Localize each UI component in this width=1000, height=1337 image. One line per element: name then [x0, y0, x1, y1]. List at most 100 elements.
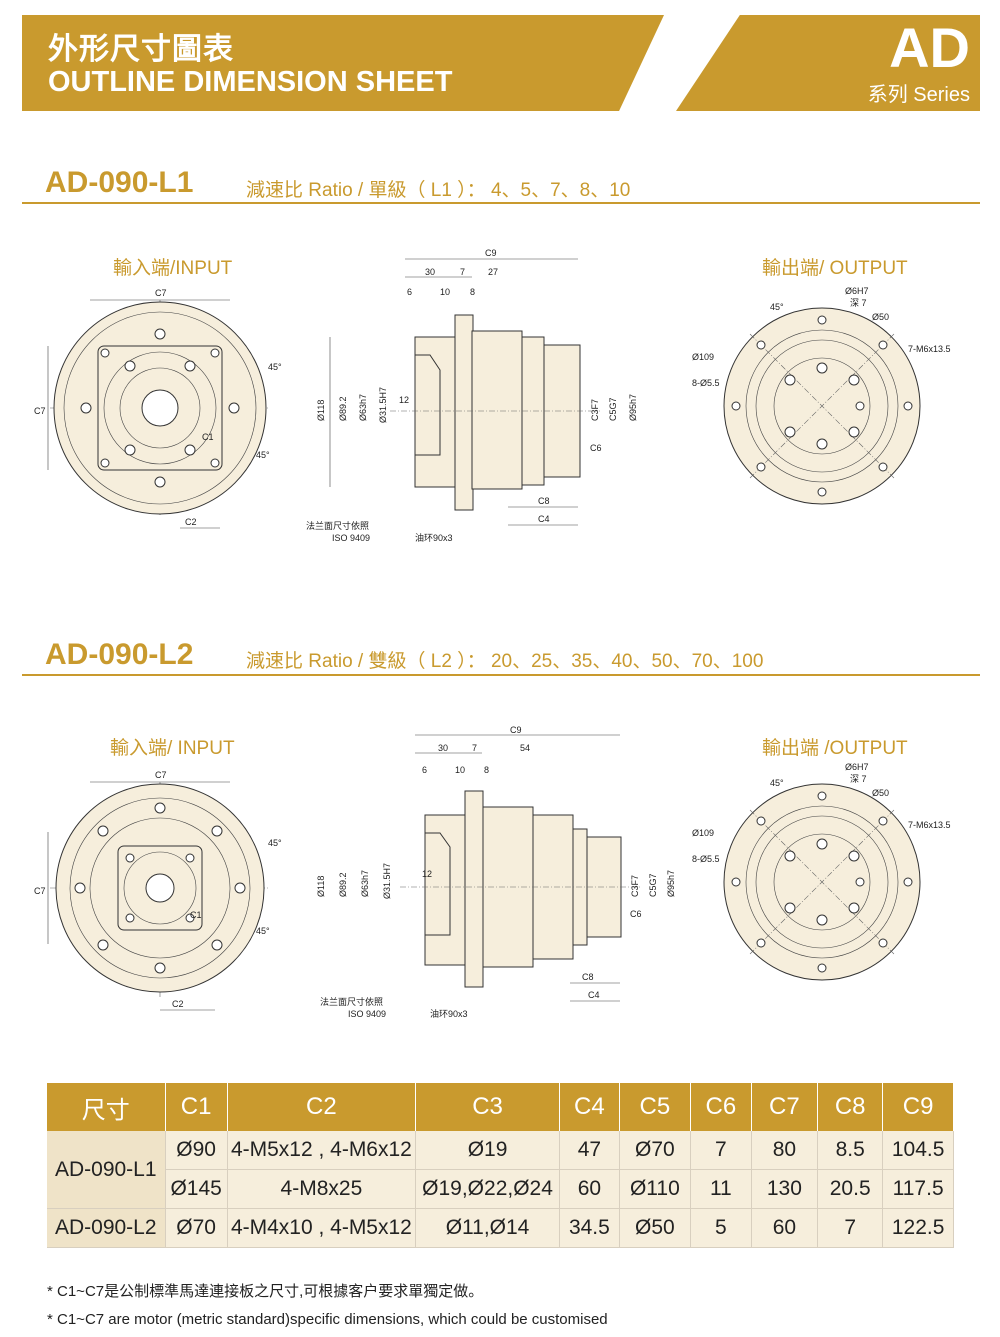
dim-phi109: Ø109	[692, 828, 714, 838]
table-cell: 8.5	[817, 1131, 884, 1170]
table-cell: 4-M4x10 , 4-M5x12	[227, 1208, 417, 1248]
dim-c8: C8	[582, 972, 594, 982]
dim-10: 10	[455, 765, 465, 775]
dim-phi6: Ø6H7	[845, 762, 869, 772]
dim-30: 30	[425, 267, 435, 277]
dim-c3: C3F7	[590, 399, 600, 421]
section-model-l1: AD-090-L1	[45, 166, 194, 199]
dim-phi63: Ø63h7	[358, 394, 368, 421]
dim-6: 6	[422, 765, 427, 775]
output-face-drawing: 45° Ø6H7 深 7 Ø50 7-M6x13.5 Ø109 8-Ø5.5	[692, 762, 951, 981]
input-view-label: 輸入端/INPUT	[113, 258, 233, 279]
table-row: AD-090-L2 Ø70 4-M4x10 , 4-M5x12 Ø11,Ø14 …	[47, 1208, 954, 1248]
dim-c2: C2	[185, 517, 197, 527]
dim-7: 7	[472, 743, 477, 753]
angle-45-top: 45°	[268, 838, 282, 848]
table-cell: 104.5	[882, 1131, 954, 1170]
dim-30: 30	[438, 743, 448, 753]
note-flange: 法兰面尺寸依照	[320, 996, 383, 1007]
title-en: OUTLINE DIMENSION SHEET	[48, 66, 453, 98]
table-cell: 7	[690, 1131, 752, 1170]
table-cell: Ø90	[165, 1131, 228, 1170]
section-ratio-l2: 減速比 Ratio / 雙級（ L2 ）： 20、25、35、40、50、70、…	[246, 651, 764, 672]
dim-c4: C4	[588, 990, 600, 1000]
dim-c8: C8	[538, 496, 550, 506]
table-cell: 4-M8x25	[227, 1169, 417, 1209]
table-cell: 4-M5x12 , 4-M6x12	[227, 1131, 417, 1170]
output-face-drawing: 45° Ø6H7 深 7 Ø50 7-M6x13.5 Ø109 8-Ø5.5	[692, 286, 951, 505]
dim-phi50: Ø50	[872, 312, 889, 322]
series-label: 系列 Series	[867, 84, 970, 106]
dim-27: 27	[488, 267, 498, 277]
dim-m6: 7-M6x13.5	[908, 344, 951, 354]
table-cell: 60	[559, 1169, 620, 1209]
dim-c7-top: C7	[155, 288, 167, 298]
table-cell: 130	[751, 1169, 819, 1209]
dim-c3: C3F7	[630, 875, 640, 897]
model-cell: AD-090-L2	[47, 1208, 166, 1248]
note-oil-ring: 油环90x3	[415, 532, 453, 543]
table-row: Ø145 4-M8x25 Ø19,Ø22,Ø24 60 Ø110 11 130 …	[47, 1169, 954, 1209]
footnote-cn: * C1~C7是公制標準馬達連接板之尺寸,可根據客户要求單獨定做。	[47, 1283, 484, 1300]
table-cell: 47	[559, 1131, 620, 1170]
dim-c1: C1	[190, 910, 202, 920]
dim-phi63: Ø63h7	[360, 870, 370, 897]
section-divider	[22, 202, 980, 204]
col-header: C2	[227, 1083, 417, 1131]
footnote-en: * C1~C7 are motor (metric standard)speci…	[47, 1311, 608, 1328]
dim-12: 12	[399, 395, 409, 405]
col-header: C1	[165, 1083, 228, 1131]
table-cell: Ø70	[165, 1208, 228, 1248]
table-cell: 11	[690, 1169, 752, 1209]
dim-c6: C6	[630, 909, 642, 919]
table-cell: 20.5	[817, 1169, 884, 1209]
table-cell: Ø110	[619, 1169, 692, 1209]
series-code: AD	[889, 16, 970, 79]
table-cell: Ø19,Ø22,Ø24	[415, 1169, 561, 1209]
col-header: C5	[619, 1083, 692, 1131]
dim-8: 8	[470, 287, 475, 297]
dim-c9: C9	[510, 725, 522, 735]
dim-c5: C5G7	[648, 873, 658, 897]
angle-45-top: 45°	[268, 362, 282, 372]
angle-45: 45°	[770, 302, 784, 312]
dim-c7-left: C7	[34, 406, 46, 416]
dim-depth7: 深 7	[850, 774, 867, 784]
dim-c9: C9	[485, 248, 497, 258]
header-banner	[22, 15, 664, 111]
col-header: C9	[882, 1083, 954, 1131]
dim-phi118: Ø118	[316, 400, 326, 421]
dim-phi50: Ø50	[872, 788, 889, 798]
model-cell: AD-090-L1	[47, 1131, 166, 1209]
input-view-label: 輸入端/ INPUT	[110, 738, 235, 759]
dim-phi6: Ø6H7	[845, 286, 869, 296]
note-flange: 法兰面尺寸依照	[306, 520, 369, 531]
title-cn: 外形尺寸圖表	[48, 33, 234, 66]
table-cell: Ø145	[165, 1169, 228, 1209]
dim-c7-left: C7	[34, 886, 46, 896]
dim-10: 10	[440, 287, 450, 297]
table-cell: 122.5	[882, 1208, 954, 1248]
note-iso: ISO 9409	[348, 1009, 386, 1019]
dim-c1: C1	[202, 432, 214, 442]
input-face-drawing: C7 C7 C2 C1 45° 45°	[34, 288, 282, 529]
table-row: AD-090-L1 Ø90 4-M5x12 , 4-M6x12 Ø19 47 Ø…	[47, 1131, 954, 1209]
dim-12: 12	[422, 869, 432, 879]
dim-54: 54	[520, 743, 530, 753]
dim-phi95: Ø95h7	[628, 394, 638, 421]
angle-45: 45°	[770, 778, 784, 788]
dim-6: 6	[407, 287, 412, 297]
table-cell: Ø19	[415, 1131, 561, 1170]
col-header: C6	[690, 1083, 752, 1131]
input-face-drawing: C7 C7 C2 C1 45° 45°	[34, 770, 282, 1011]
side-section-drawing: C9 30 7 54 6 10 8 Ø118 Ø89.2 Ø63h7 Ø31.5…	[316, 725, 676, 1019]
dim-c5: C5G7	[608, 397, 618, 421]
table-cell: Ø50	[619, 1208, 692, 1248]
table-cell: 5	[690, 1208, 752, 1248]
dim-phi89: Ø89.2	[338, 396, 348, 421]
dim-c4: C4	[538, 514, 550, 524]
note-oil-ring: 油环90x3	[430, 1008, 468, 1019]
dim-phi89: Ø89.2	[338, 872, 348, 897]
dim-phi118: Ø118	[316, 876, 326, 897]
dimension-table: 尺寸 C1 C2 C3 C4 C5 C6 C7 C8 C9 AD-090-L1 …	[47, 1083, 954, 1248]
